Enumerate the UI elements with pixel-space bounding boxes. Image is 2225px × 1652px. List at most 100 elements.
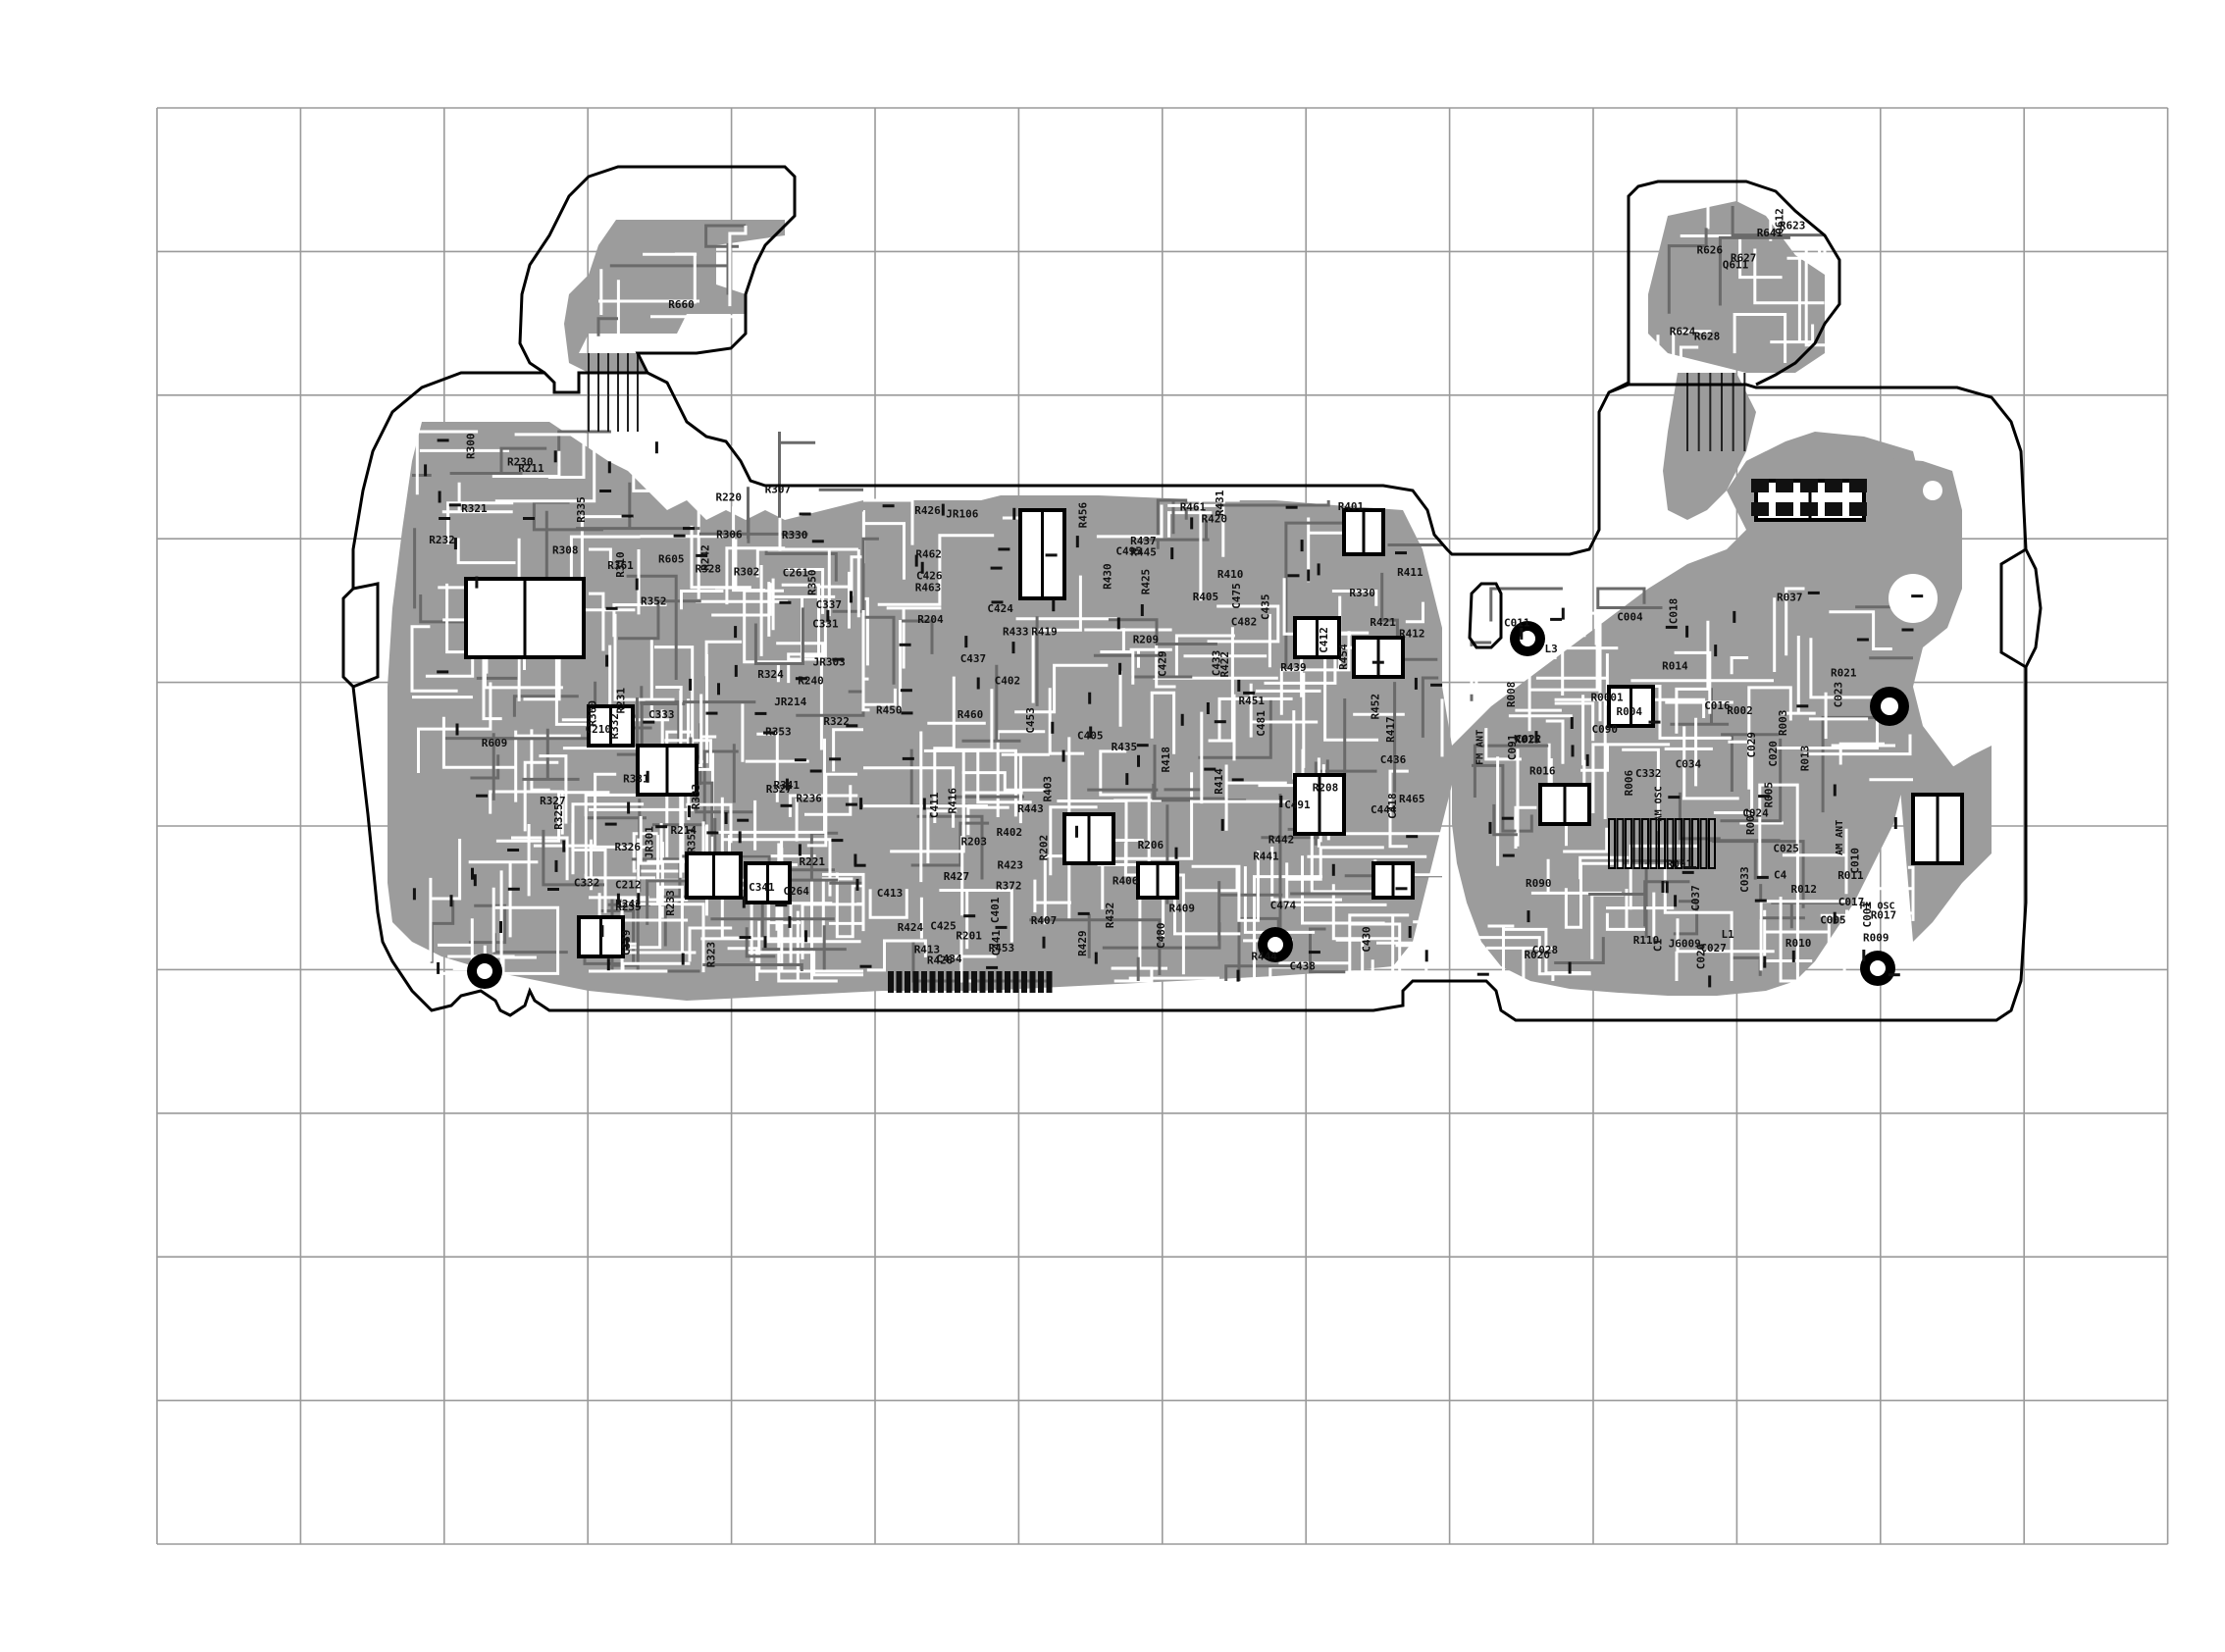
trace (618, 599, 701, 641)
component-label: C001 (1861, 902, 1874, 928)
smd-pad (941, 503, 945, 516)
connector-pin (971, 971, 977, 993)
smd-pad (1088, 692, 1092, 704)
smd-pad (1901, 628, 1914, 632)
component-label: R626 (1697, 244, 1724, 257)
trace (886, 606, 942, 669)
component-label: C339 (620, 930, 633, 956)
component-label: R417 (1384, 716, 1397, 743)
component-label: C435 (1260, 594, 1272, 621)
smd-pad (476, 794, 489, 798)
component-label: R423 (998, 859, 1024, 872)
trace (1470, 645, 1478, 700)
trace (1673, 900, 1699, 936)
component-label: R431 (1214, 490, 1226, 516)
component-label: R627 (1731, 252, 1757, 265)
component-label: C210 (586, 723, 612, 736)
smd-pad (1476, 972, 1489, 976)
smd-pad (1089, 726, 1093, 739)
smd-pad (1118, 662, 1122, 675)
component-label: R427 (944, 870, 970, 883)
component-label: JR301 (644, 826, 656, 858)
smd-pad (621, 514, 634, 518)
trace (632, 468, 728, 492)
smd-pad (1661, 881, 1665, 893)
component-label: R442 (1268, 834, 1295, 847)
component-label: R420 (1202, 512, 1228, 525)
smd-pad (914, 554, 918, 567)
trace (866, 939, 927, 972)
trace (626, 574, 678, 680)
smd-pad (600, 925, 604, 938)
trace (1829, 610, 1892, 650)
connector-pin (1641, 818, 1649, 869)
smd-pad (991, 600, 1004, 604)
trace (704, 224, 746, 248)
smd-pad (1408, 926, 1412, 938)
component-label: C024 (1742, 806, 1769, 819)
smd-pad (964, 636, 968, 648)
smd-pad (1243, 691, 1256, 695)
smd-pad (788, 915, 792, 928)
smd-pad (438, 490, 441, 503)
component-label: C337 (816, 598, 843, 611)
component-label: C011 (1504, 616, 1530, 629)
trace (753, 607, 804, 665)
smd-pad (1395, 551, 1407, 555)
component-label: R451 (1239, 695, 1266, 707)
smd-pad (1776, 479, 1793, 492)
smd-pad (507, 887, 520, 891)
smd-pad (1800, 502, 1818, 516)
trace (1278, 913, 1410, 980)
component-label: C412 (1318, 627, 1330, 653)
connector-pin (1658, 818, 1666, 869)
trace (832, 728, 863, 772)
trace (514, 433, 586, 479)
component-label: C004 (1617, 611, 1643, 624)
smd-pad (1708, 975, 1712, 988)
smd-pad (1682, 870, 1694, 874)
trace (1667, 228, 1708, 314)
smd-pad (832, 657, 845, 661)
trace (680, 590, 724, 610)
component-label: R422 (1218, 651, 1231, 678)
smd-pad (1825, 502, 1842, 516)
smd-pad (882, 504, 895, 508)
trace (1167, 511, 1213, 538)
trace (784, 568, 825, 614)
component-label: R230 (507, 456, 534, 469)
smd-pad (1520, 627, 1524, 640)
connector-pin (1675, 818, 1682, 869)
smd-pad (846, 724, 858, 728)
trace (1769, 204, 1827, 260)
trace (609, 242, 730, 295)
connector-pin (1699, 818, 1708, 869)
trace (1472, 946, 1553, 983)
smd-pad (785, 778, 789, 791)
smd-pad (1045, 553, 1058, 557)
component-label: R341 (774, 779, 801, 792)
component-label: R327 (540, 795, 566, 807)
component-label: R462 (915, 547, 942, 560)
smd-pad (826, 609, 830, 622)
smd-pad (717, 683, 720, 696)
smd-pad (1684, 866, 1697, 869)
smd-pad (1807, 591, 1820, 594)
trace (1907, 865, 1915, 921)
smd-pad (683, 527, 695, 531)
component-label: R110 (1633, 934, 1660, 947)
trace (596, 317, 618, 336)
component-label: R090 (1526, 877, 1552, 890)
trace (1758, 783, 1799, 878)
trace (1489, 587, 1563, 622)
smd-pad (606, 958, 610, 971)
component-label: R310 (614, 551, 627, 578)
smd-pad (775, 903, 788, 907)
connector-pin (938, 971, 944, 993)
component-label: C453 (1024, 707, 1037, 734)
connector-pin (988, 971, 994, 993)
trace (788, 794, 858, 817)
trace (861, 537, 879, 610)
trace (1738, 237, 1783, 280)
trace (1527, 625, 1599, 732)
